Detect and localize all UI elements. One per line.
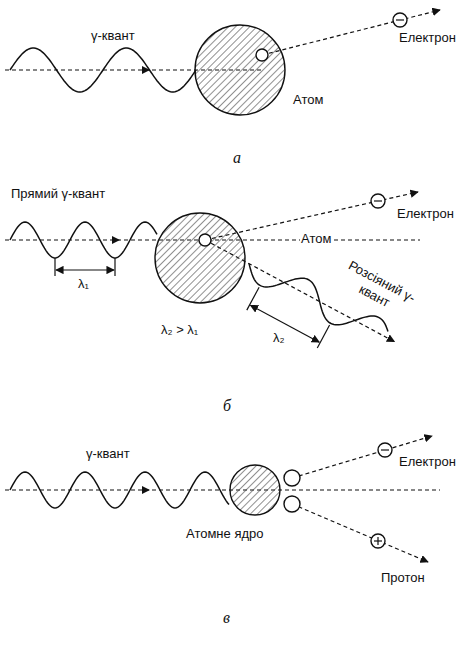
particle-label: Електрон bbox=[396, 206, 455, 222]
panel-letter: б bbox=[222, 398, 232, 414]
wave-label: Прямий γ-квант bbox=[10, 186, 106, 202]
gamma-wave bbox=[10, 48, 196, 92]
proton-track bbox=[292, 504, 428, 562]
atom-label: Атом bbox=[300, 231, 332, 247]
atom-circle bbox=[155, 213, 245, 303]
minus-charge-symbol bbox=[371, 194, 385, 208]
gamma-wave bbox=[10, 472, 229, 508]
charge-sign-stroke bbox=[381, 449, 389, 450]
gamma-wave bbox=[10, 222, 157, 258]
minus-charge-symbol bbox=[378, 443, 392, 457]
electron-particle bbox=[284, 470, 300, 486]
direction-arrow bbox=[112, 236, 120, 244]
plus-charge-symbol bbox=[371, 534, 385, 548]
panel-letter: в bbox=[222, 610, 231, 626]
wave-label: γ-квант bbox=[90, 28, 136, 44]
wavelength-bracket bbox=[56, 269, 114, 270]
wavelength-label: λ₁ bbox=[77, 276, 90, 292]
nucleus-circle bbox=[230, 465, 280, 515]
atom-circle bbox=[195, 25, 285, 115]
particle-label: Електрон bbox=[398, 30, 457, 46]
direction-arrow bbox=[142, 486, 150, 494]
scattered-wave-label: Розсіяний γ-квант bbox=[334, 256, 421, 323]
electron-particle bbox=[256, 49, 268, 61]
panel-letter: а bbox=[232, 150, 242, 166]
charge-sign-stroke bbox=[374, 200, 382, 201]
wavelength-tick bbox=[114, 258, 115, 276]
wavelength-relation: λ₂ > λ₁ bbox=[160, 322, 199, 338]
wave-label: γ-квант bbox=[85, 446, 131, 462]
particle-label: Протон bbox=[380, 570, 426, 586]
minus-charge-symbol bbox=[393, 13, 407, 27]
charge-sign-stroke bbox=[377, 537, 378, 545]
wavelength-tick bbox=[54, 258, 55, 276]
nucleus-label: Атомне ядро bbox=[185, 526, 264, 542]
atom-label: Атом bbox=[292, 92, 324, 108]
particle-label: Електрон bbox=[398, 454, 457, 470]
proton-particle bbox=[284, 496, 300, 512]
wavelength-tick bbox=[317, 325, 329, 348]
electron-particle bbox=[199, 234, 211, 246]
charge-sign-stroke bbox=[396, 19, 404, 20]
wavelength-label: λ₂ bbox=[272, 330, 286, 346]
